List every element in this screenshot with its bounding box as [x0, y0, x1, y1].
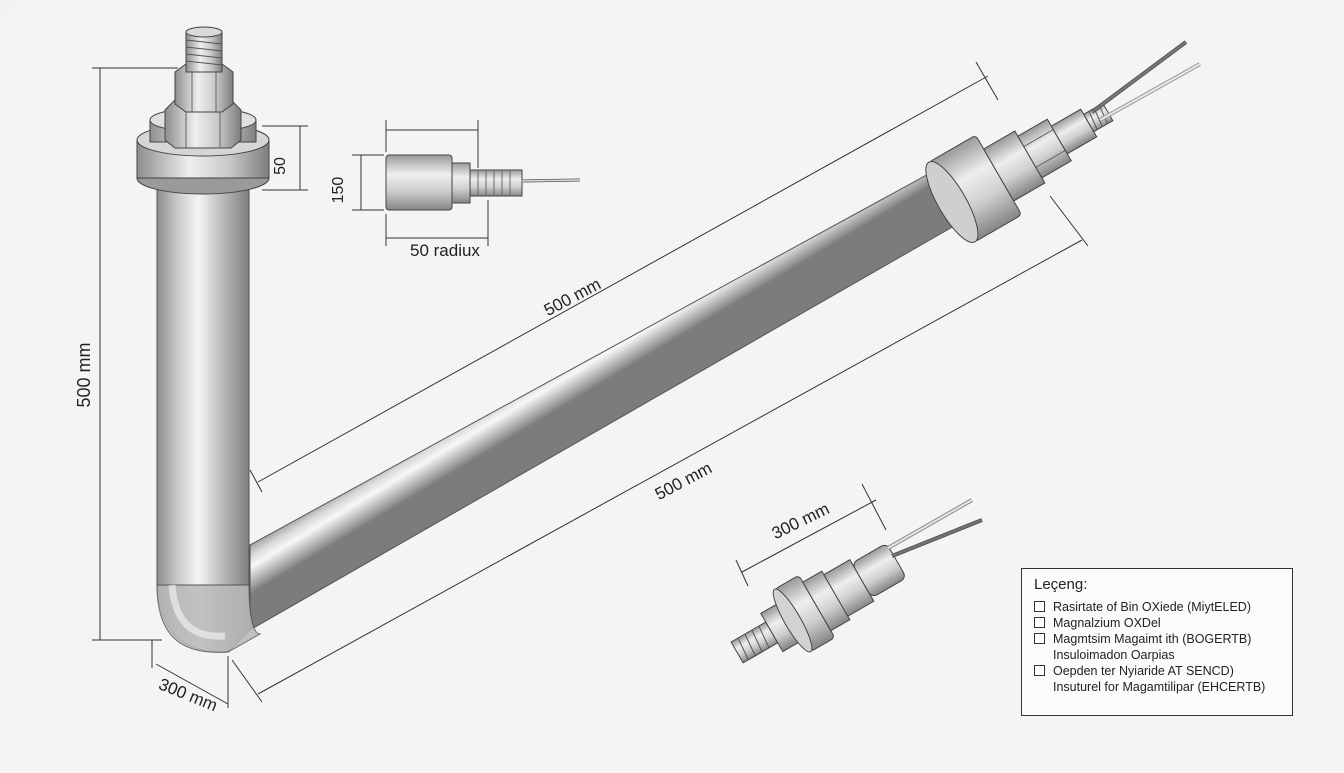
legend-item-label: Oepden ter Nyiaride AT SENCD) [1053, 664, 1234, 678]
legend-item-label: Magnalzium OXDel [1053, 616, 1161, 630]
corner-shade [0, 0, 60, 60]
legend-checkbox [1034, 617, 1045, 628]
main-tube [156, 159, 983, 653]
detail-height-label: 150 [330, 177, 347, 204]
bend-run-length-label: 300 mm [156, 675, 220, 716]
detail-radius-label: 50 radiux [410, 241, 480, 260]
loose-fitting-wires [887, 498, 983, 558]
legend-title: Leçeng: [1034, 576, 1088, 593]
right-terminal-fitting [925, 102, 1114, 243]
legend-item: Oepden ter Nyiaride AT SENCD) Insuturel … [1034, 663, 1282, 695]
legend-item-continuation: Insuloimadon Oarpias [1053, 648, 1175, 662]
legend-checkbox [1034, 633, 1045, 644]
detail-inset [352, 120, 581, 246]
vertical-length-label: 500 mm [74, 342, 94, 407]
legend-item-continuation: Insuturel for Magamtilipar (EHCERTB) [1053, 680, 1266, 694]
legend-item-label: Rasirtate of Bin OXiede (MiytELED) [1053, 600, 1251, 614]
top-terminal-fitting [136, 26, 270, 195]
upper-run-length-label: 500 mm [541, 274, 604, 320]
lower-run-length-label: 500 mm [652, 458, 715, 504]
legend-item: Rasirtate of Bin OXiede (MiytELED) [1034, 599, 1282, 615]
nut-height-label: 50 [272, 157, 289, 175]
dimension-lines [92, 61, 1089, 708]
legend-item: Magmtsim Magaimt ith (BOGERTB) Insuloima… [1034, 631, 1282, 663]
right-lead-wires [1090, 40, 1201, 122]
legend-box: Leçeng: Rasirtate of Bin OXiede (MiytELE… [1021, 568, 1293, 716]
legend-checkbox [1034, 665, 1045, 676]
legend-checkbox [1034, 601, 1045, 612]
loose-fitting [730, 544, 905, 664]
legend-item-label: Magmtsim Magaimt ith (BOGERTB) [1053, 632, 1252, 646]
fitting-length-label: 300 mm [769, 499, 833, 543]
legend-item: Magnalzium OXDel [1034, 615, 1282, 631]
